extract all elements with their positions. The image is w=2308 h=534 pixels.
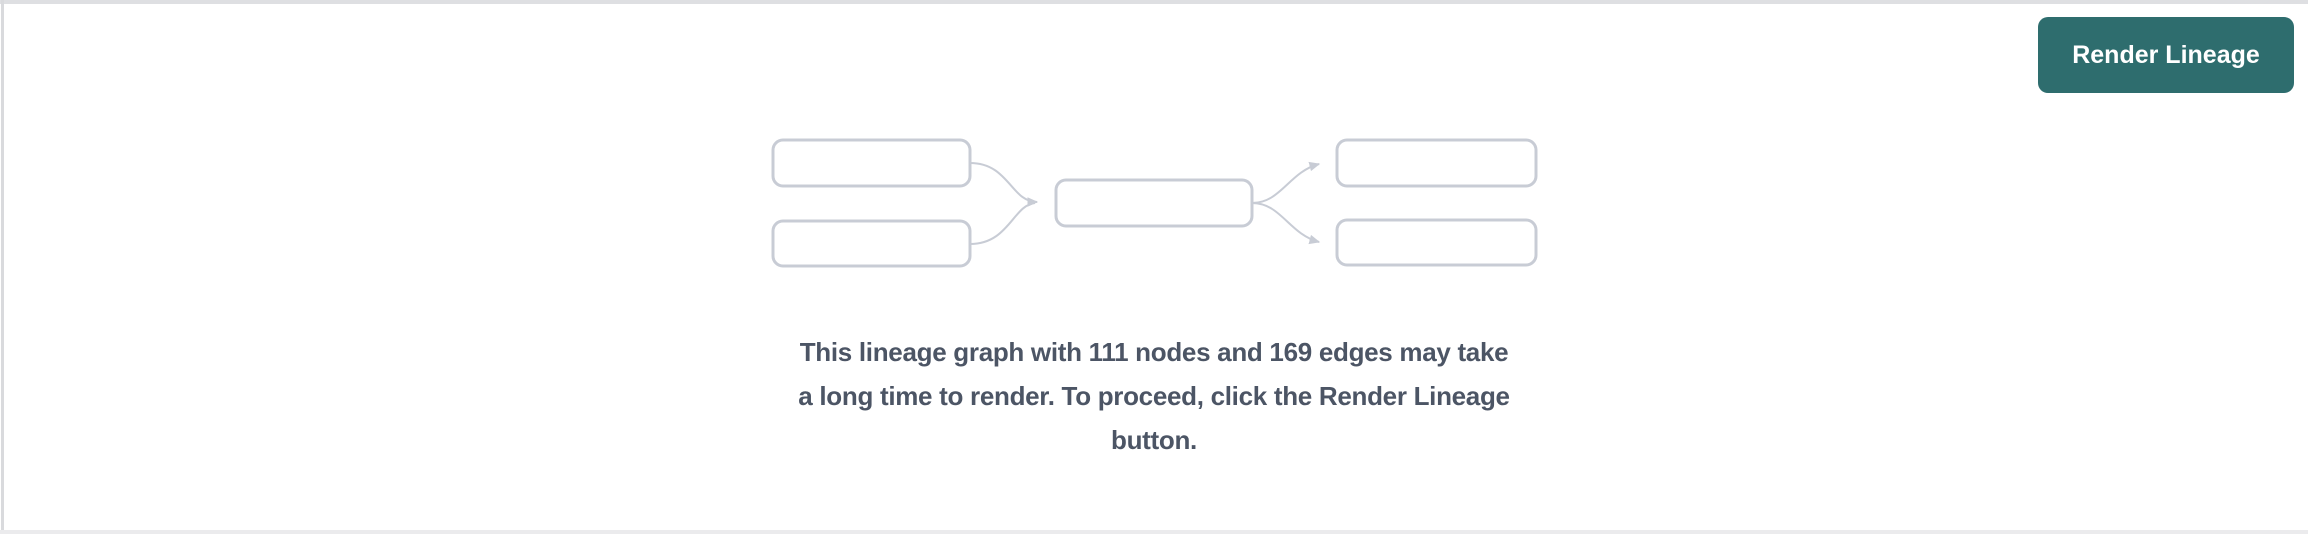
top-border	[0, 0, 2308, 4]
left-border	[1, 0, 4, 534]
placeholder-edge	[1251, 202, 1321, 245]
placeholder-edge	[969, 202, 1036, 245]
placeholder-node	[1335, 218, 1538, 267]
bottom-border	[0, 530, 2308, 534]
render-warning-line-2: a long time to render. To proceed, click…	[798, 381, 1510, 411]
render-lineage-button-label: Render Lineage	[2072, 40, 2260, 69]
render-lineage-button[interactable]: Render Lineage	[2038, 17, 2294, 93]
render-warning-line-1: This lineage graph with 111 nodes and 16…	[799, 337, 1509, 367]
placeholder-node	[771, 138, 972, 188]
render-warning-message: This lineage graph with 111 nodes and 16…	[0, 330, 2308, 462]
placeholder-edge	[969, 162, 1039, 207]
placeholder-edge	[1251, 161, 1321, 204]
lineage-graph-placeholder-illustration	[771, 138, 1538, 268]
placeholder-node	[1335, 138, 1538, 188]
placeholder-node	[771, 219, 972, 268]
placeholder-node	[1054, 178, 1254, 228]
render-warning-line-3: button.	[1111, 425, 1197, 455]
